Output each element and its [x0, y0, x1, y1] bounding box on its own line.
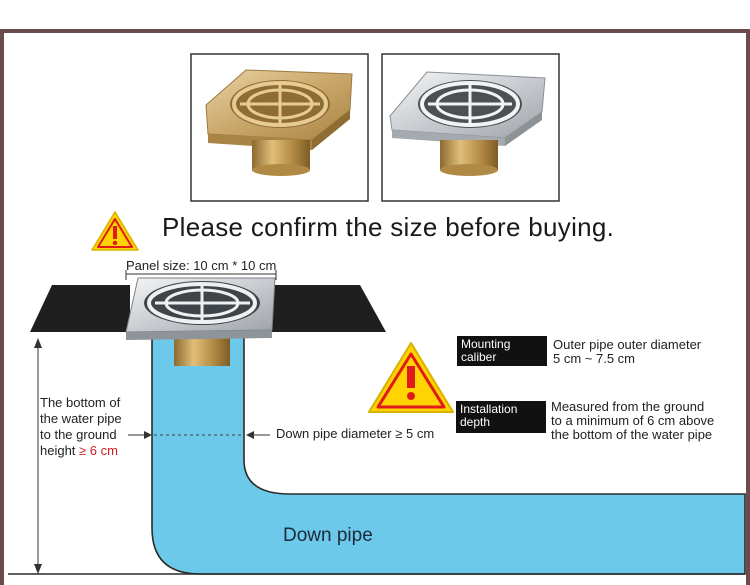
- floor-slab-left: [30, 285, 130, 332]
- panel-size-dimension: [125, 270, 277, 280]
- drain-panel: [125, 277, 276, 340]
- down-pipe-label: Down pipe: [283, 525, 373, 546]
- desc-line: Outer pipe outer diameter: [553, 337, 702, 352]
- warning-triangle-icon: [91, 211, 139, 251]
- height-prefix: height: [40, 443, 80, 458]
- installation-depth-badge: Installation depth: [456, 401, 546, 433]
- desc-line: to a minimum of 6 cm above: [551, 413, 715, 428]
- height-note-line: to the ground: [40, 427, 117, 442]
- badge-line: Mounting: [461, 337, 511, 351]
- drain-connector: [174, 338, 230, 366]
- height-value: ≥ 6 cm: [79, 443, 118, 458]
- height-note-line: height ≥ 6 cm: [40, 443, 150, 459]
- pipe-diameter-arrows: [128, 431, 270, 439]
- mounting-caliber-desc: Outer pipe outer diameter 5 cm ~ 7.5 cm: [553, 338, 733, 366]
- height-note: The bottom of the water pipe to the grou…: [40, 395, 150, 459]
- brass-drain-photo: [190, 53, 369, 202]
- desc-line: 5 cm ~ 7.5 cm: [553, 351, 635, 366]
- pipe-diameter-label: Down pipe diameter ≥ 5 cm: [276, 426, 435, 441]
- floor-slab-right: [270, 285, 386, 332]
- height-note-line: the water pipe: [40, 411, 122, 426]
- headline: Please confirm the size before buying.: [162, 212, 615, 242]
- mounting-caliber-badge: Mounting caliber: [457, 336, 547, 366]
- desc-line: Measured from the ground: [551, 399, 705, 414]
- badge-line: depth: [460, 415, 491, 429]
- panel-size-label: Panel size: 10 cm * 10 cm: [126, 258, 277, 273]
- down-pipe: [151, 334, 746, 575]
- height-note-line: The bottom of: [40, 395, 121, 410]
- height-arrow: [34, 338, 42, 574]
- badge-line: caliber: [461, 350, 497, 364]
- warning-triangle-icon: [368, 342, 454, 413]
- badge-line: Installation: [460, 402, 518, 416]
- desc-line: the bottom of the water pipe: [551, 427, 713, 442]
- chrome-drain-photo: [381, 53, 560, 202]
- installation-depth-desc: Measured from the ground to a minimum of…: [551, 400, 746, 442]
